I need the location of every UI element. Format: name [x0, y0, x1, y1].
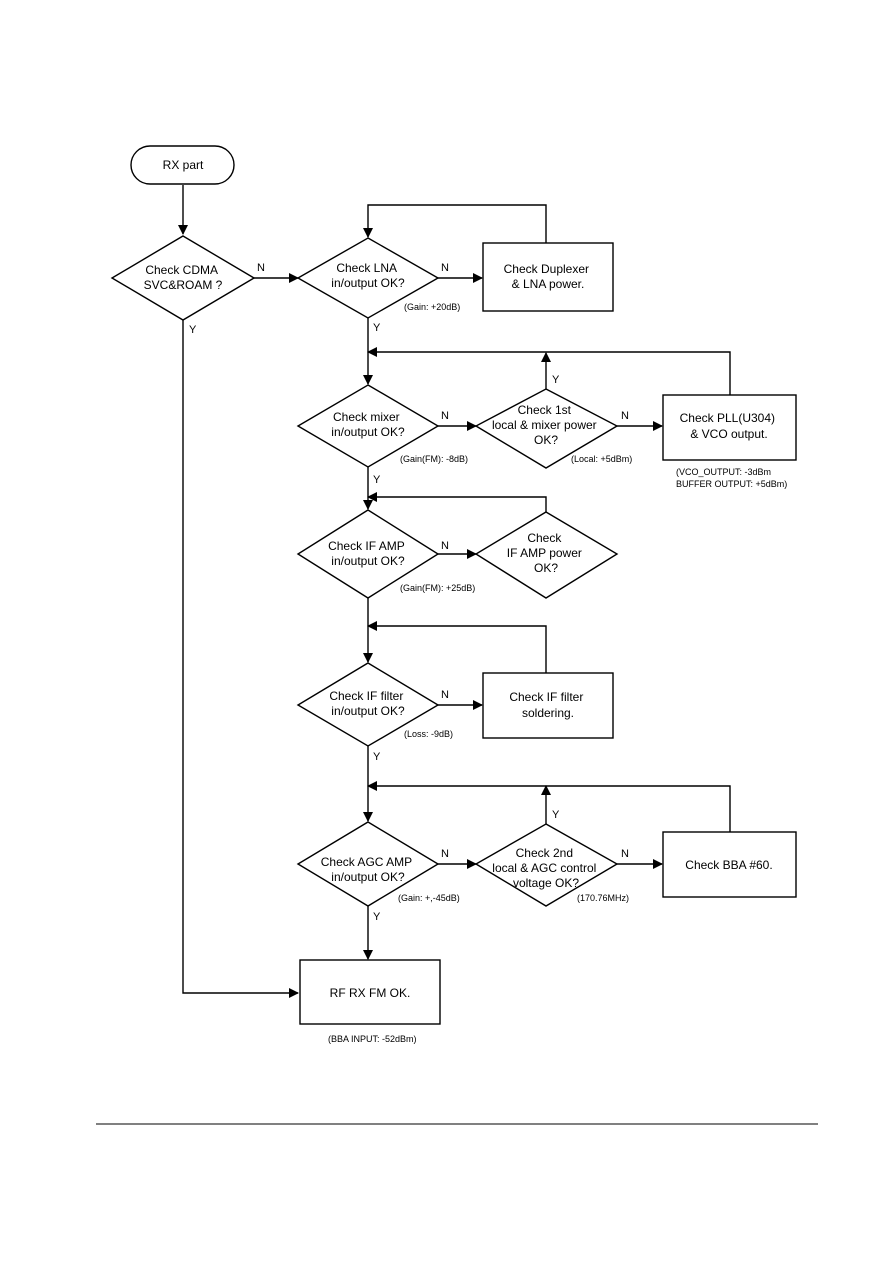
pll-box [662, 394, 797, 461]
local1-yes-label: Y [552, 374, 560, 386]
local1-label: Check 1st local & mixer power OK? [492, 403, 600, 447]
branch-labels: N Y N Y Y N N Y N N Y Y N N Y [189, 262, 629, 923]
mixer-yes-label: Y [373, 474, 381, 486]
iffilter-decision [296, 662, 440, 747]
shapes [110, 145, 797, 1025]
ifamp-no-label: N [441, 540, 449, 552]
local2-no-label: N [621, 848, 629, 860]
agc-label: Check AGC AMP in/output OK? [321, 855, 416, 884]
local2-label: Check 2nd local & AGC control voltage OK… [492, 846, 599, 890]
cdma-decision [110, 235, 256, 321]
mixer-decision [296, 384, 440, 468]
arrow-cdma-to-end [182, 320, 299, 998]
connectors [178, 185, 731, 998]
lna-decision [296, 237, 440, 319]
pll-label: Check PLL(U304) & VCO output. [680, 411, 779, 441]
iffilter-yes-label: Y [373, 751, 381, 763]
vco-note: (VCO_OUTPUT: -3dBm BUFFER OUTPUT: +5dBm) [676, 467, 787, 489]
start-label: RX part [163, 158, 204, 172]
local2-note: (170.76MHz) [577, 893, 629, 903]
agc-gain-note: (Gain: +,-45dB) [398, 893, 460, 903]
bba-input-note: (BBA INPUT: -52dBm) [328, 1034, 417, 1044]
end-label: RF RX FM OK. [330, 986, 411, 1000]
duplexer-box [482, 242, 614, 312]
ifamp-power-label: Check IF AMP power OK? [507, 531, 585, 575]
bba-label: Check BBA #60. [685, 858, 772, 872]
lna-yes-label: Y [373, 322, 381, 334]
arrow-iffilter-solder-loop [367, 621, 547, 673]
iffilter-solder-box [482, 672, 614, 739]
notes: (Gain: +20dB) (Gain(FM): -8dB) (Local: +… [328, 302, 787, 1044]
cdma-no-label: N [257, 262, 265, 274]
ifamp-label: Check IF AMP in/output OK? [328, 539, 408, 568]
lna-label: Check LNA in/output OK? [331, 261, 405, 290]
iffilter-loss-note: (Loss: -9dB) [404, 729, 453, 739]
arrow-pll-loop [367, 347, 731, 395]
duplexer-label: Check Duplexer & LNA power. [504, 262, 593, 291]
end-box [299, 959, 441, 1025]
local2-decision [474, 823, 619, 907]
mixer-no-label: N [441, 410, 449, 422]
arrow-bba-loop [367, 781, 731, 832]
agc-yes-label: Y [373, 911, 381, 923]
local1-no-label: N [621, 410, 629, 422]
ifamp-gain-note: (Gain(FM): +25dB) [400, 583, 475, 593]
node-labels: RX part Check CDMA SVC&ROAM ? Check LNA … [144, 158, 779, 1000]
agc-decision [296, 821, 440, 907]
arrow-duplexer-loop [363, 204, 547, 243]
ifamp-decision [296, 509, 440, 599]
cdma-yes-label: Y [189, 324, 197, 336]
local1-decision [474, 388, 619, 469]
arrow-ifamp-power-loop [367, 492, 547, 512]
start-terminal [130, 145, 235, 185]
iffilter-no-label: N [441, 689, 449, 701]
agc-no-label: N [441, 848, 449, 860]
iffilter-solder-label: Check IF filter soldering. [509, 690, 586, 720]
mixer-label: Check mixer in/output OK? [331, 410, 405, 439]
ifamp-power-decision [474, 511, 619, 599]
local2-yes-label: Y [552, 809, 560, 821]
iffilter-label: Check IF filter in/output OK? [329, 689, 406, 718]
local1-note: (Local: +5dBm) [571, 454, 632, 464]
lna-gain-note: (Gain: +20dB) [404, 302, 460, 312]
mixer-gain-note: (Gain(FM): -8dB) [400, 454, 468, 464]
lna-no-label: N [441, 262, 449, 274]
bba-box [662, 831, 797, 898]
cdma-label: Check CDMA SVC&ROAM ? [144, 263, 223, 292]
